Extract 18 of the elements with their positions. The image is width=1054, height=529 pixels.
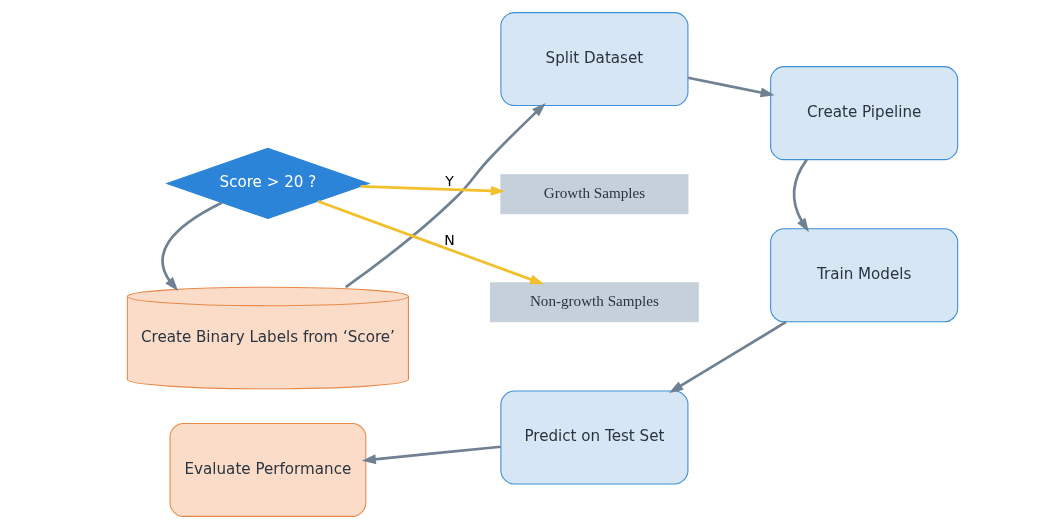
edge-label: N [444,232,455,249]
node-box: Evaluate Performance [169,422,367,517]
node-box: Train Models [770,228,959,323]
edge-label: Y [445,173,454,190]
arrow [361,445,501,465]
node-diamond: Score > 20 ? [165,147,371,220]
node-box: Split Dataset [500,12,689,107]
arrow [344,102,546,289]
arrow [360,185,505,196]
node-box: Create Pipeline [770,66,959,161]
node-box: Predict on Test Set [500,390,689,485]
node-box: Growth Samples [500,174,689,215]
arrow [317,200,545,285]
node-box: Non-growth Samples [490,282,699,323]
arrow [792,158,809,233]
arrow [161,201,223,292]
arrow [669,320,787,393]
arrow [687,76,775,98]
